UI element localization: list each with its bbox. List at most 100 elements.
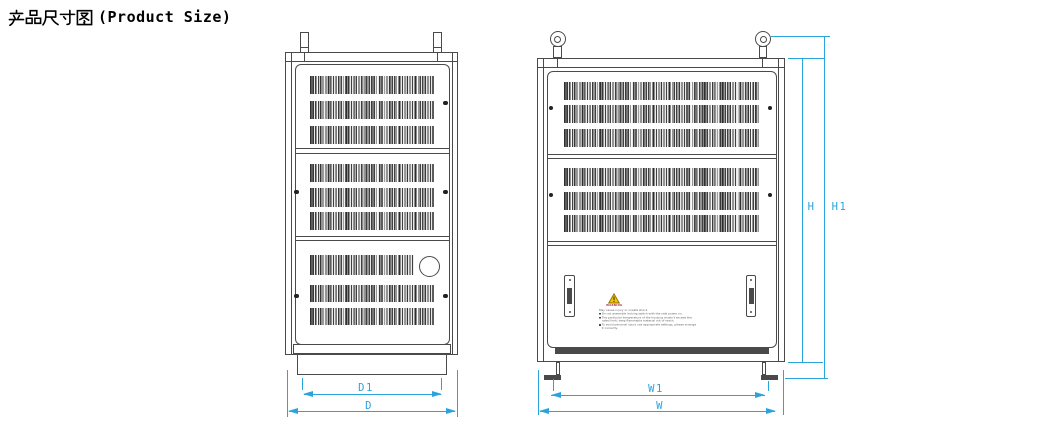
foot-stem-right bbox=[761, 361, 766, 376]
arrowhead-icon bbox=[445, 408, 456, 415]
lifting-lug-left bbox=[299, 31, 309, 53]
dim-line-d bbox=[288, 408, 456, 415]
screw-dot bbox=[548, 105, 554, 110]
page-title: (Product Size) bbox=[8, 8, 231, 26]
dim-extension-line bbox=[538, 369, 540, 416]
handle-screw-dot bbox=[568, 279, 571, 281]
dim-line-d1 bbox=[303, 390, 442, 397]
front-panel-divider bbox=[295, 152, 450, 154]
lug-right-stem-line bbox=[436, 51, 438, 62]
screw-dot bbox=[443, 293, 448, 298]
vent-grille bbox=[309, 163, 434, 182]
dim-line-h bbox=[801, 58, 803, 363]
dim-line-w1 bbox=[550, 392, 765, 399]
eyebolt-ring-hole bbox=[759, 35, 767, 43]
foot-stem-left bbox=[556, 361, 561, 376]
dim-label-h1: H1 bbox=[831, 201, 848, 213]
lifting-lug-left-line bbox=[299, 46, 309, 48]
screw-dot bbox=[768, 105, 773, 110]
eyebolt-neck bbox=[553, 45, 562, 58]
vent-grille bbox=[309, 307, 434, 325]
dim-extension-line bbox=[785, 378, 829, 380]
screw-dot bbox=[294, 293, 299, 298]
handle-screw-dot bbox=[568, 311, 571, 313]
front-frame-left-band bbox=[291, 51, 293, 355]
eyebolt-neck bbox=[758, 45, 768, 58]
lifting-lug-right-line bbox=[432, 46, 442, 48]
dim-line-h1 bbox=[823, 35, 826, 379]
front-panel-divider bbox=[295, 148, 450, 150]
side-frame-left-band bbox=[543, 57, 545, 362]
foot-pad-right bbox=[761, 374, 778, 380]
title-english-text: (Product Size) bbox=[98, 8, 232, 26]
warning-triangle-icon bbox=[608, 293, 620, 304]
door-handle-right-grip bbox=[748, 288, 754, 304]
vent-grille bbox=[309, 75, 434, 94]
arrowhead-icon bbox=[431, 390, 442, 397]
side-base-strip bbox=[555, 348, 769, 354]
arrowhead-icon bbox=[539, 408, 549, 415]
front-frame-right-band bbox=[451, 51, 453, 355]
vent-grille bbox=[563, 191, 759, 210]
arrowhead-icon bbox=[550, 392, 561, 399]
dim-extension-line bbox=[788, 362, 824, 364]
vent-grille bbox=[309, 211, 434, 230]
arrowhead-icon bbox=[303, 390, 313, 397]
bullet-dot-icon bbox=[599, 324, 601, 326]
warning-heading: May cause injury or unsafe shock bbox=[599, 309, 648, 312]
dim-extension-tick bbox=[302, 378, 304, 391]
warning-text-block: May cause injury or unsafe shock Do not … bbox=[599, 309, 795, 353]
vent-grille bbox=[563, 215, 759, 232]
dim-extension-tick bbox=[552, 379, 554, 391]
dim-label-w: W bbox=[656, 400, 664, 412]
vent-grille bbox=[563, 105, 759, 123]
front-base-pedestal bbox=[296, 353, 447, 375]
dim-extension-line bbox=[783, 369, 785, 416]
screw-dot bbox=[768, 192, 773, 198]
bullet-dot-icon bbox=[599, 312, 601, 315]
arrowhead-icon bbox=[765, 408, 776, 415]
dim-extension-line bbox=[788, 58, 825, 60]
dim-label-d: D bbox=[365, 399, 373, 412]
screw-dot bbox=[294, 190, 299, 195]
warning-bullet: Do not assemble locking switch with the … bbox=[599, 312, 697, 315]
title-chinese-text bbox=[8, 9, 93, 26]
round-knockout bbox=[419, 255, 440, 277]
vent-grille bbox=[309, 100, 434, 119]
eyebolt-ring-hole bbox=[554, 35, 561, 43]
front-panel-divider bbox=[295, 236, 450, 238]
dim-extension-tick bbox=[441, 378, 443, 391]
door-handle-left-grip bbox=[566, 288, 572, 304]
side-panel-divider bbox=[547, 157, 777, 159]
vent-grille bbox=[563, 168, 759, 186]
foot-pad-left bbox=[544, 374, 561, 380]
dim-label-d1: D1 bbox=[358, 382, 374, 394]
bullet-dot-icon bbox=[599, 316, 601, 319]
screw-dot bbox=[548, 192, 554, 198]
side-frame-top-band bbox=[536, 67, 785, 69]
arrowhead-icon bbox=[288, 408, 298, 415]
screw-dot bbox=[443, 100, 448, 105]
vent-grille bbox=[309, 284, 434, 302]
dim-extension-line bbox=[456, 369, 458, 417]
arrowhead-icon bbox=[755, 392, 765, 399]
vent-grille bbox=[563, 81, 759, 100]
dim-extension-line bbox=[770, 35, 830, 37]
dim-extension-line bbox=[286, 369, 288, 417]
vent-grille bbox=[309, 188, 434, 207]
front-frame-top-band bbox=[284, 61, 458, 63]
vent-grille bbox=[309, 255, 414, 275]
lug-left-stem-line bbox=[303, 51, 305, 62]
warning-word: WARNING bbox=[605, 304, 622, 307]
vent-grille bbox=[563, 128, 759, 147]
dim-label-w1: W1 bbox=[648, 383, 664, 395]
warning-bullet: The particular temperature of the housin… bbox=[599, 316, 697, 323]
dim-extension-tick bbox=[767, 380, 769, 391]
eyebolt-stem-line bbox=[556, 57, 558, 68]
handle-screw-dot bbox=[750, 279, 753, 281]
dim-label-h: H bbox=[807, 201, 816, 213]
dim-line-w bbox=[539, 408, 776, 415]
eyebolt-stem-line bbox=[762, 57, 764, 68]
side-frame-right-band bbox=[777, 57, 779, 362]
